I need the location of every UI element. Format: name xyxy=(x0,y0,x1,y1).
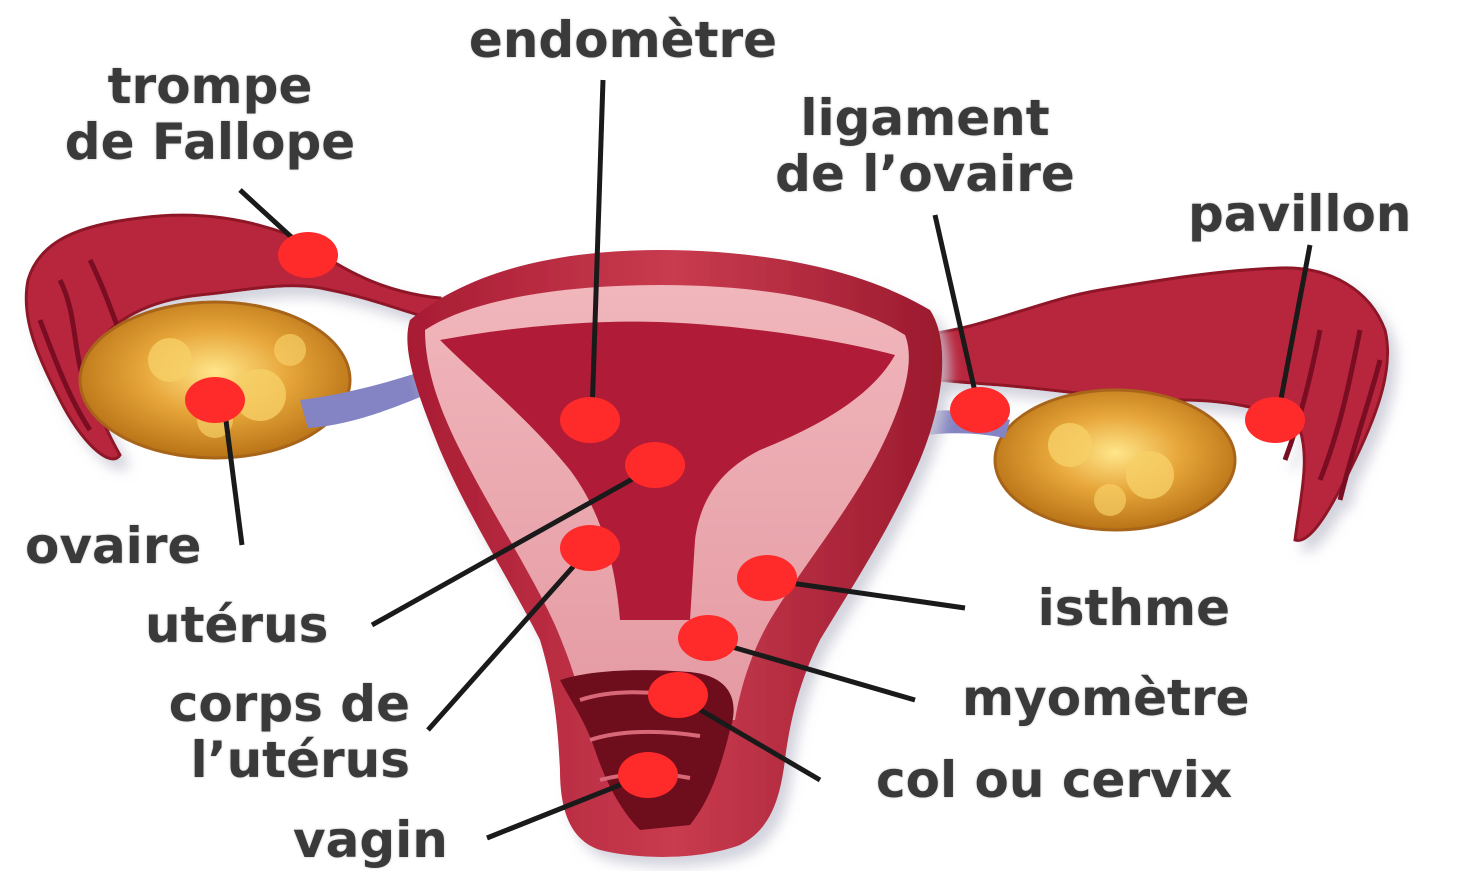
marker-vagin[interactable] xyxy=(618,752,678,798)
marker-col[interactable] xyxy=(648,672,708,718)
label-corps-de-luterus: corps de l’utérus xyxy=(110,676,410,788)
label-ligament-line2: de l’ovaire xyxy=(735,146,1115,202)
label-col-ou-cervix: col ou cervix xyxy=(876,752,1232,808)
label-corps-line2: l’utérus xyxy=(110,732,410,788)
label-trompe-line2: de Fallope xyxy=(20,114,400,170)
marker-isthme[interactable] xyxy=(737,555,797,601)
label-trompe-de-fallope: trompe de Fallope xyxy=(20,58,400,170)
label-vagin: vagin xyxy=(293,812,448,868)
marker-endometre[interactable] xyxy=(560,397,620,443)
marker-myometre[interactable] xyxy=(678,615,738,661)
marker-corps[interactable] xyxy=(560,525,620,571)
marker-ligament[interactable] xyxy=(950,387,1010,433)
label-pavillon: pavillon xyxy=(1188,186,1412,242)
marker-pavillon[interactable] xyxy=(1245,397,1305,443)
label-corps-line1: corps de xyxy=(110,676,410,732)
label-endometre: endomètre xyxy=(438,12,808,68)
label-myometre: myomètre xyxy=(962,670,1250,726)
label-ligament-line1: ligament xyxy=(735,90,1115,146)
label-isthme: isthme xyxy=(985,580,1230,636)
label-uterus: utérus xyxy=(145,597,328,653)
marker-ovaire[interactable] xyxy=(185,377,245,423)
label-trompe-line1: trompe xyxy=(20,58,400,114)
marker-trompe[interactable] xyxy=(278,232,338,278)
right-ovary xyxy=(995,390,1235,530)
label-ovaire: ovaire xyxy=(25,518,201,574)
marker-uterus[interactable] xyxy=(625,442,685,488)
label-ligament-de-lovaire: ligament de l’ovaire xyxy=(735,90,1115,202)
